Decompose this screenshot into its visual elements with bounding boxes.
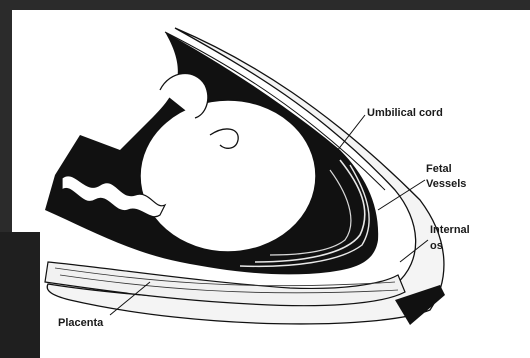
label-placenta: Placenta bbox=[58, 317, 103, 330]
label-internal-os-line1: Internal bbox=[430, 224, 470, 237]
label-fetal-vessels-line2: Vessels bbox=[426, 178, 466, 191]
top-frame-band bbox=[0, 0, 530, 10]
bottom-left-frame-band bbox=[0, 232, 40, 358]
label-fetal-vessels-line1: Fetal bbox=[426, 163, 452, 176]
label-umbilical-cord: Umbilical cord bbox=[367, 107, 443, 120]
fetal-head bbox=[140, 100, 316, 252]
label-internal-os-line2: os bbox=[430, 240, 443, 253]
left-frame-band bbox=[0, 0, 12, 232]
